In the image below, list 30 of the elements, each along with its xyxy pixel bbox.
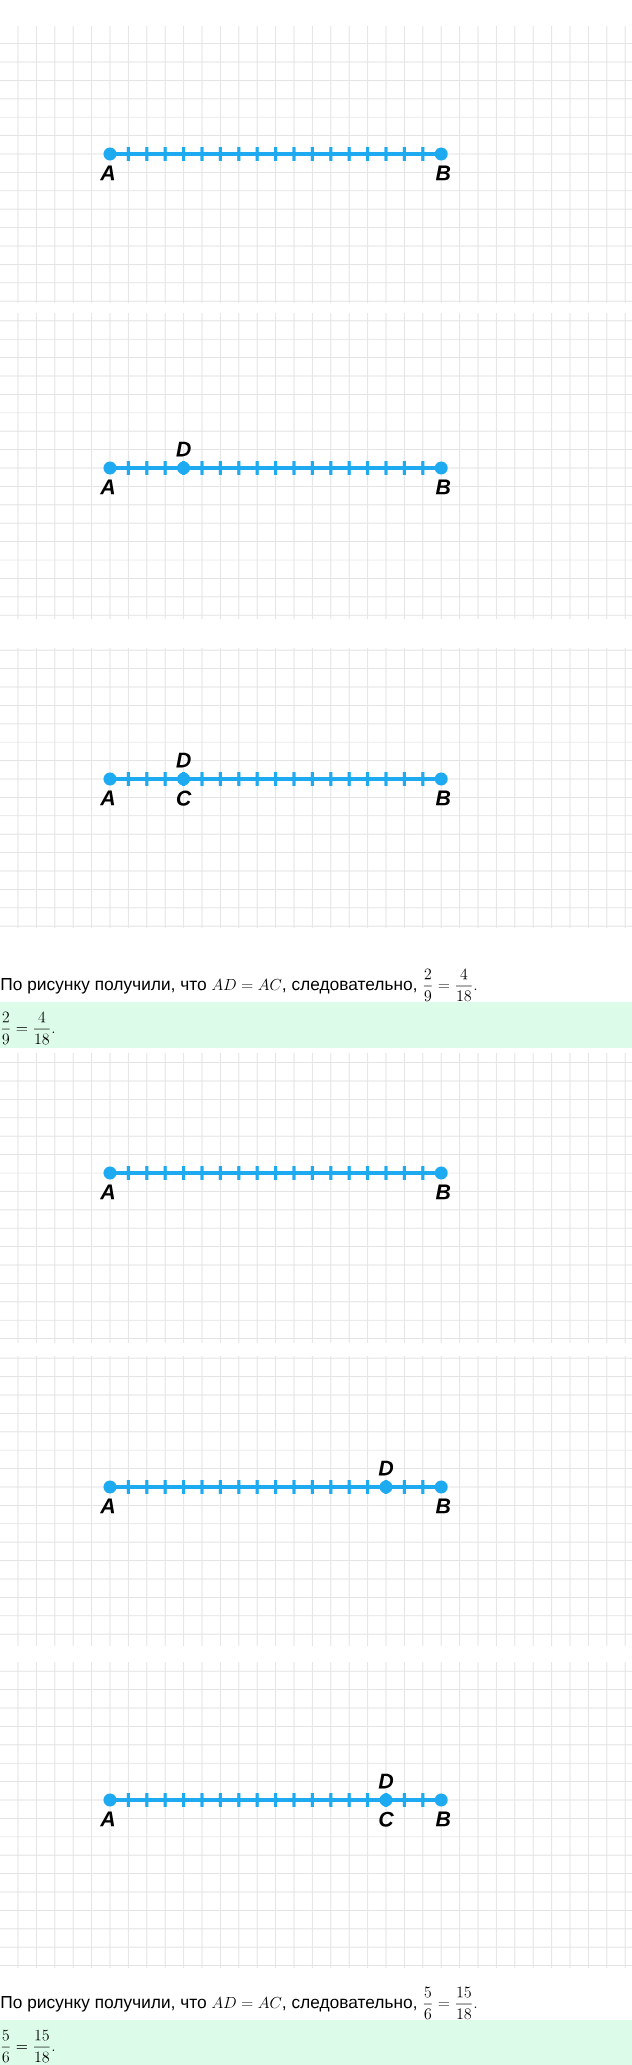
conclusion-text: По рисунку получили, что $AD = AC$, следовательно, $\frac{5}{6} = \frac{15}{18}.$ [1,1986,477,2020]
label: , следовательно, [283,980,416,994]
point-label: A [99,1498,115,1514]
point-label: D [176,441,191,457]
point-label: B [435,165,451,181]
point-label: D [176,752,191,768]
label: $AD = AC$ [212,1996,282,2009]
point-label: A [99,165,115,181]
label: $\frac{5}{6} = \frac{15}{18}.$ [423,1986,477,2020]
answer-band: $\frac{5}{6} = \frac{15}{18}.$ [0,2020,632,2065]
answer-band: $\frac{2}{9} = \frac{4}{18}.$ [0,1002,632,1048]
point-label: C [379,1811,394,1827]
point-label: B [435,1811,451,1827]
label: , следовательно, [283,1998,416,2012]
point-label: B [435,790,451,806]
point-label: B [435,1498,451,1514]
point-label: C [176,790,192,806]
point-label: D [378,1460,394,1476]
point-label: A [99,1184,115,1200]
point-label: B [435,479,451,495]
point-label: A [99,790,115,806]
label: $AD = AC$ [212,978,282,991]
conclusion-text: По рисунку получили, что $AD = AC$, следовательно, $\frac{2}{9} = \frac{4}{18}.$ [1,968,477,1002]
point-label: A [99,1811,115,1827]
label: По рисунку получили, что [1,978,206,994]
label: $\frac{2}{9} = \frac{4}{18}.$ [423,968,477,1002]
point-label: D [378,1773,394,1789]
label: По рисунку получили, что [1,1996,206,2012]
point-label: B [435,1184,451,1200]
point-label: A [99,479,115,495]
